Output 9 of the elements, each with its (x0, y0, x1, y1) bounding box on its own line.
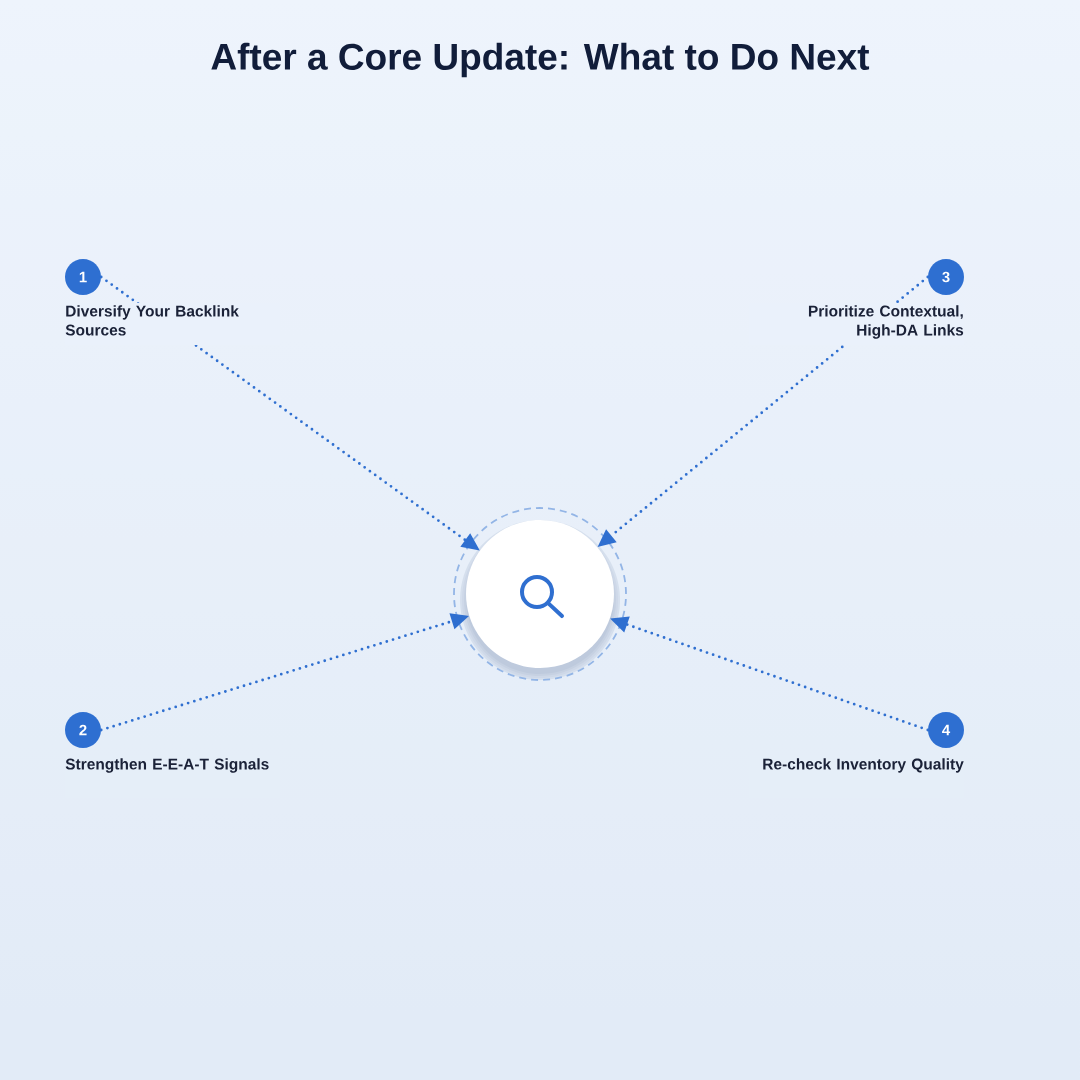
step-label: Re-check Inventory Quality (763, 758, 964, 773)
number-badge: 3 (928, 259, 964, 295)
number-badge: 4 (928, 712, 964, 748)
step-label: Diversify Your Backlink Sources (65, 305, 239, 336)
number-badge: 2 (65, 712, 101, 748)
number-badge: 1 (65, 259, 101, 295)
step-label: Strengthen E-E-A-T Signals (65, 758, 269, 773)
step-label: Prioritize Contextual, High-DA Links (808, 305, 964, 339)
title: After a Core Update: What to Do Next (211, 42, 870, 78)
